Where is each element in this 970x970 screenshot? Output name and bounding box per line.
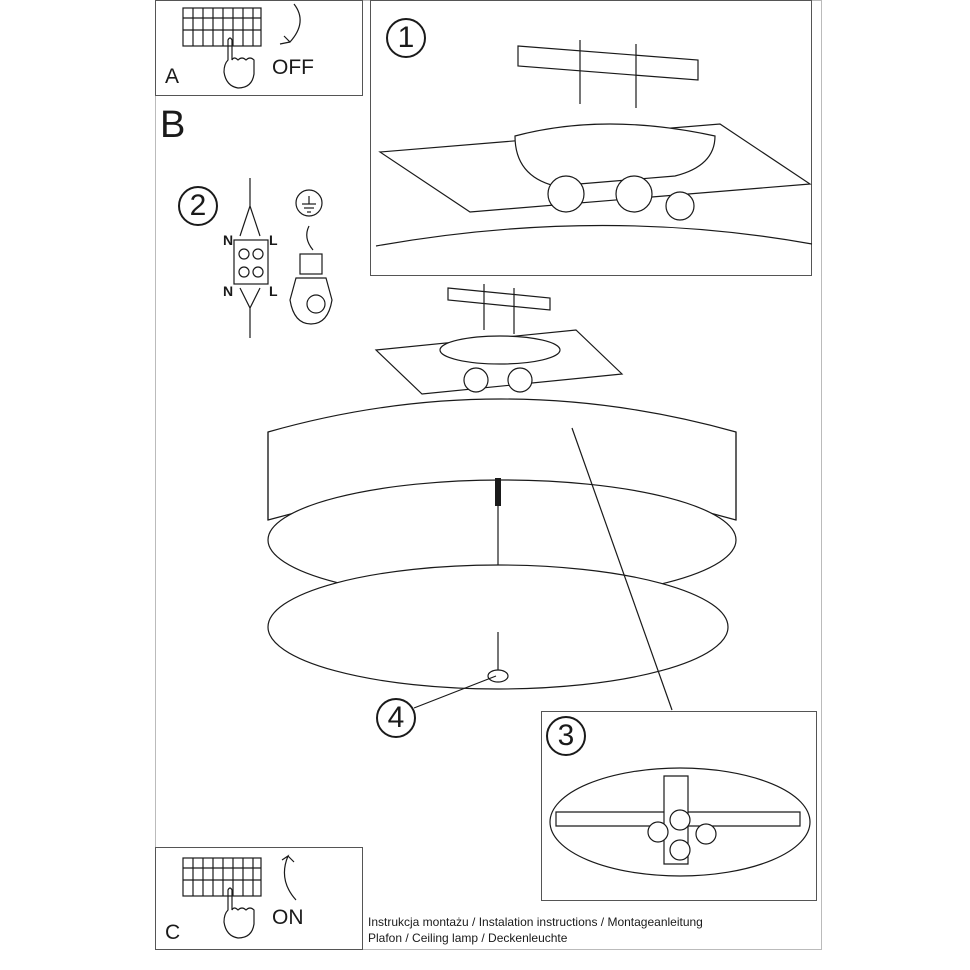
live-label-bottom: L bbox=[269, 283, 278, 299]
diffuser bbox=[267, 564, 729, 690]
panel-a-action: OFF bbox=[272, 56, 314, 79]
footer-line-1: Instrukcja montażu / Instalation instruc… bbox=[368, 915, 703, 929]
ceiling-bracket bbox=[374, 284, 624, 395]
footer-caption: Instrukcja montażu / Instalation instruc… bbox=[368, 914, 703, 946]
breaker-panel-icon bbox=[182, 857, 262, 897]
terminal-block bbox=[233, 178, 269, 338]
live-label-top: L bbox=[269, 232, 278, 248]
step-4-marker: 4 bbox=[376, 698, 416, 738]
leader-line-4 bbox=[413, 675, 497, 709]
step-2-marker: 2 bbox=[178, 186, 218, 226]
step-number: 2 bbox=[189, 189, 207, 222]
step-number: 1 bbox=[397, 21, 415, 54]
lamp-shade bbox=[267, 398, 737, 601]
panel-b-letter: B bbox=[160, 104, 186, 146]
panel-c-letter: C bbox=[165, 921, 181, 944]
mounting-bracket bbox=[375, 40, 813, 247]
step-1-marker: 1 bbox=[386, 18, 426, 58]
neutral-label-top: N bbox=[223, 232, 234, 248]
leader-line-3 bbox=[571, 427, 673, 711]
step-number: 4 bbox=[387, 701, 405, 734]
panel-c-action: ON bbox=[272, 906, 304, 929]
footer-line-2: Plafon / Ceiling lamp / Deckenleuchte bbox=[368, 931, 568, 945]
ground-terminal bbox=[289, 189, 333, 325]
panel-a-letter: A bbox=[165, 65, 180, 88]
step-number: 3 bbox=[557, 719, 575, 752]
neutral-label-bottom: N bbox=[223, 283, 234, 299]
breaker-panel-icon bbox=[182, 7, 262, 47]
hand-icon bbox=[223, 37, 255, 89]
arrow-down-icon bbox=[279, 3, 301, 45]
shade-bracket-topview bbox=[549, 767, 811, 877]
arrow-up-icon bbox=[281, 854, 297, 901]
hand-icon bbox=[223, 887, 255, 939]
step-3-marker: 3 bbox=[546, 716, 586, 756]
